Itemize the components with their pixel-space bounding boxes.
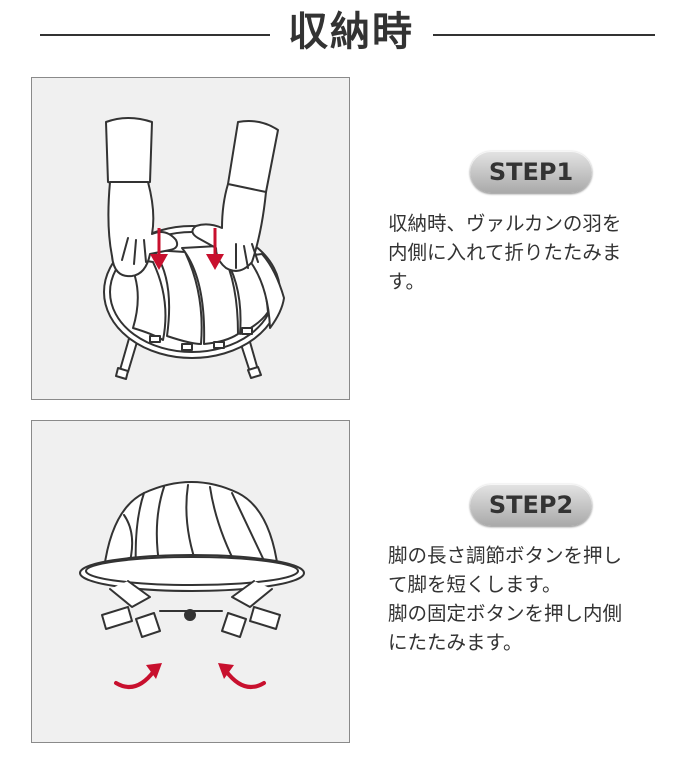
step1-description: 収納時、ヴァルカンの羽を 内側に入れて折りたたみま す。 xyxy=(388,209,688,296)
header-rule-left xyxy=(40,34,270,36)
step2-description: 脚の長さ調節ボタンを押し て脚を短くします。 脚の固定ボタンを押し内側 にたたみ… xyxy=(388,541,688,657)
step1-badge: STEP1 xyxy=(470,151,592,193)
step2-line: 脚の長さ調節ボタンを押し xyxy=(388,544,623,567)
fold-wings-illustration xyxy=(103,117,285,380)
section-title: 収納時 xyxy=(288,9,414,55)
step1-illustration xyxy=(31,77,350,400)
step2-badge: STEP2 xyxy=(470,484,592,526)
step1-line: 内側に入れて折りたたみま xyxy=(388,241,622,264)
step2-illustration xyxy=(31,420,350,743)
section-header: 収納時 xyxy=(0,0,700,70)
step2-line: 脚の固定ボタンを押し内側 xyxy=(388,602,623,625)
header-rule-right xyxy=(433,34,655,36)
fold-legs-illustration xyxy=(79,481,305,689)
step2-line: て脚を短くします。 xyxy=(388,573,562,596)
step1-line: す。 xyxy=(388,270,426,293)
step1-line: 収納時、ヴァルカンの羽を xyxy=(388,212,622,235)
step2-line: にたたみます。 xyxy=(388,631,523,654)
